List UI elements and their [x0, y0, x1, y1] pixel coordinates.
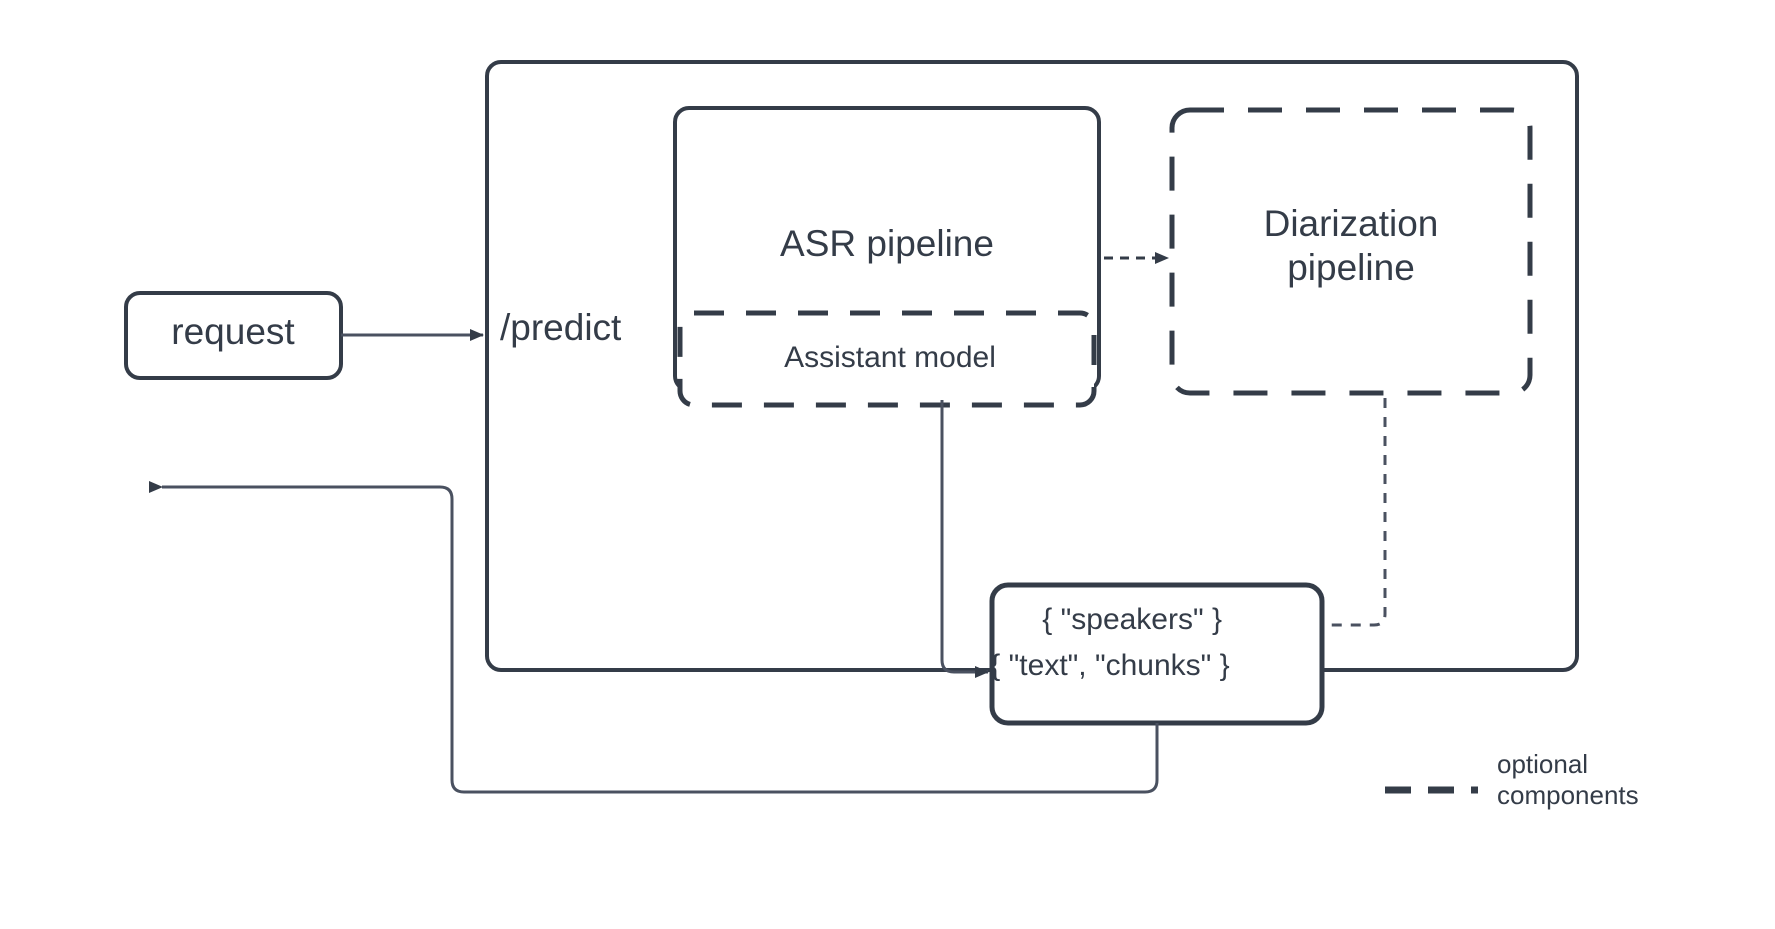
diarization-pipeline-box: [1169, 107, 1533, 396]
request-box: [124, 291, 343, 380]
edge-output-to-response: [149, 481, 1159, 794]
output-json-box: [989, 582, 1325, 726]
edge-diarization-to-output: [1287, 398, 1387, 631]
edge-asr-to-output: [940, 400, 989, 678]
assistant-model-box: [677, 310, 1097, 408]
